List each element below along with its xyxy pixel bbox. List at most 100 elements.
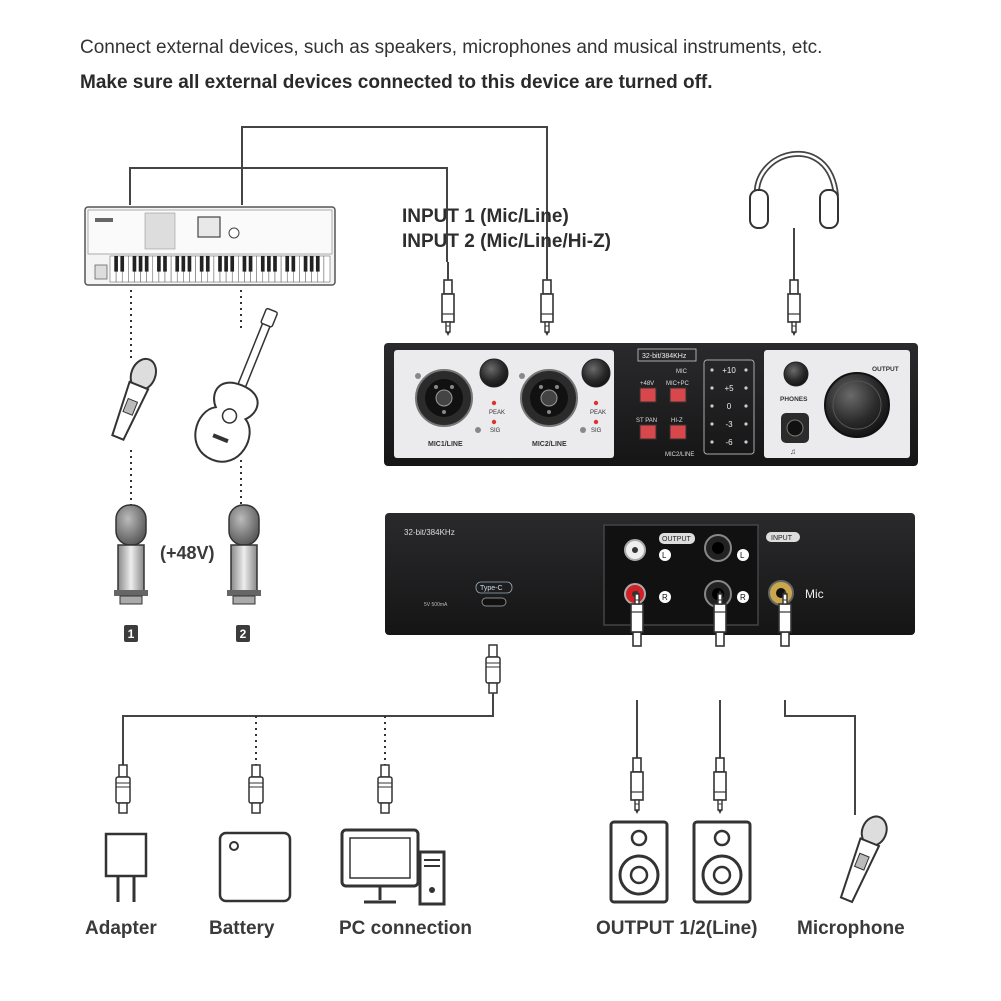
phones-volume-knob[interactable] — [783, 361, 809, 387]
condenser-mic-1-icon — [114, 504, 148, 605]
meter-led — [744, 404, 748, 408]
keyboard-synth — [84, 206, 336, 286]
black-key — [144, 256, 149, 272]
sig-label-2: SIG — [591, 428, 602, 434]
meter-led — [710, 422, 714, 426]
black-key — [291, 256, 296, 272]
pc-computer-icon — [340, 828, 446, 906]
ch1-label: MIC1/LINE — [428, 441, 463, 448]
gain-knob-2[interactable] — [581, 358, 611, 388]
usb-cables — [115, 644, 501, 814]
meter-led — [744, 368, 748, 372]
rear-sample-rate: 32-bit/384KHz — [404, 528, 455, 537]
meter-led — [744, 386, 748, 390]
rear-mic-label: Mic — [805, 587, 824, 601]
hi-z-button[interactable] — [669, 424, 687, 440]
warning-text: Make sure all external devices connected… — [80, 72, 713, 93]
black-key — [260, 256, 265, 272]
input1-jack-plug — [441, 279, 455, 337]
meter-led — [710, 386, 714, 390]
meter-led — [710, 440, 714, 444]
meter-scale-label: +10 — [722, 366, 736, 375]
peak-label-2: PEAK — [590, 410, 606, 416]
black-key — [114, 256, 118, 272]
meter-scale-label: -3 — [725, 420, 733, 429]
btn-stpan-label: ST PAN — [636, 418, 657, 424]
stereo-pan-button[interactable] — [639, 424, 657, 440]
black-key — [181, 256, 186, 272]
btn-micpc-label: MIC+PC — [666, 381, 690, 387]
speaker-left-icon — [609, 820, 669, 904]
adapter-label: Adapter — [85, 918, 157, 939]
svg-text:1: 1 — [128, 627, 135, 641]
output-cables — [630, 589, 856, 815]
meter-scale-label: +5 — [724, 384, 734, 393]
black-key — [120, 256, 125, 272]
meter-scale-label: 0 — [727, 402, 732, 411]
btn-hiz-label: HI-Z — [671, 418, 683, 424]
sig-label-1: SIG — [490, 428, 501, 434]
svg-text:R: R — [662, 593, 668, 602]
black-key — [175, 256, 180, 272]
interface-front-panel: PEAK SIG PEAK SIG MIC1/LINE MIC2/LINE 32… — [384, 343, 918, 466]
output-line-label: OUTPUT 1/2(Line) — [596, 918, 758, 939]
power-bank-icon — [218, 831, 292, 903]
input-tag: INPUT — [771, 535, 793, 542]
gain-knob-1[interactable] — [479, 358, 509, 388]
btn-48v-label: +48V — [640, 381, 654, 387]
acoustic-guitar-icon — [194, 307, 278, 463]
microphone-label: Microphone — [797, 918, 905, 939]
battery-label: Battery — [209, 918, 275, 939]
headphone-symbol-icon: ♫ — [790, 447, 796, 456]
power-adapter-icon — [104, 832, 148, 902]
black-key — [187, 256, 192, 272]
phones-jack-plug — [787, 279, 801, 337]
output-tag: OUTPUT — [662, 536, 692, 543]
svg-text:L: L — [740, 551, 745, 560]
output-volume-knob[interactable] — [824, 372, 890, 438]
output-knob-label: OUTPUT — [872, 366, 899, 373]
black-key — [205, 256, 210, 272]
svg-text:2: 2 — [240, 627, 247, 641]
black-key — [315, 256, 320, 272]
black-key — [273, 256, 277, 272]
xlr-combo-jack-2[interactable] — [520, 369, 578, 427]
black-key — [132, 256, 137, 272]
condenser-mic-2-icon — [227, 504, 261, 605]
white-key — [323, 255, 331, 283]
phantom-48v-button[interactable] — [639, 387, 657, 403]
input2-jack-plug — [540, 279, 554, 337]
xlr-combo-jack-1[interactable] — [415, 369, 473, 427]
typec-port[interactable] — [481, 597, 507, 607]
btn-mic-label: MIC — [676, 369, 688, 375]
black-key — [163, 256, 167, 272]
mic-number-1-badge: 1 — [124, 625, 138, 642]
meter-led — [710, 404, 714, 408]
headphones-icon — [749, 150, 839, 280]
black-key — [242, 256, 247, 272]
peak-label-1: PEAK — [489, 410, 505, 416]
intro-text: Connect external devices, such as speake… — [80, 37, 822, 58]
input1-label: INPUT 1 (Mic/Line) — [402, 206, 569, 227]
typec-label: Type-C — [480, 585, 503, 592]
black-key — [267, 256, 271, 272]
black-key — [248, 256, 253, 272]
mic-number-2-badge: 2 — [236, 625, 250, 642]
black-key — [218, 256, 222, 272]
svg-text:L: L — [662, 551, 667, 560]
meter-led — [710, 368, 714, 372]
keyboard-cables — [129, 126, 548, 262]
meter-led — [744, 422, 748, 426]
svg-text:R: R — [740, 593, 746, 602]
front-sample-rate: 32-bit/384KHz — [642, 353, 687, 360]
handheld-microphone-icon — [111, 357, 157, 441]
black-key — [309, 256, 314, 272]
monitor-mode-button[interactable] — [669, 387, 687, 403]
black-key — [230, 256, 235, 272]
level-meter — [703, 359, 755, 455]
black-key — [138, 256, 143, 272]
black-key — [157, 256, 161, 272]
interface-rear-panel: 32-bit/384KHz Type-C 5V 500mA OUTPUT INP… — [385, 513, 915, 635]
microphone-icon — [839, 815, 888, 904]
